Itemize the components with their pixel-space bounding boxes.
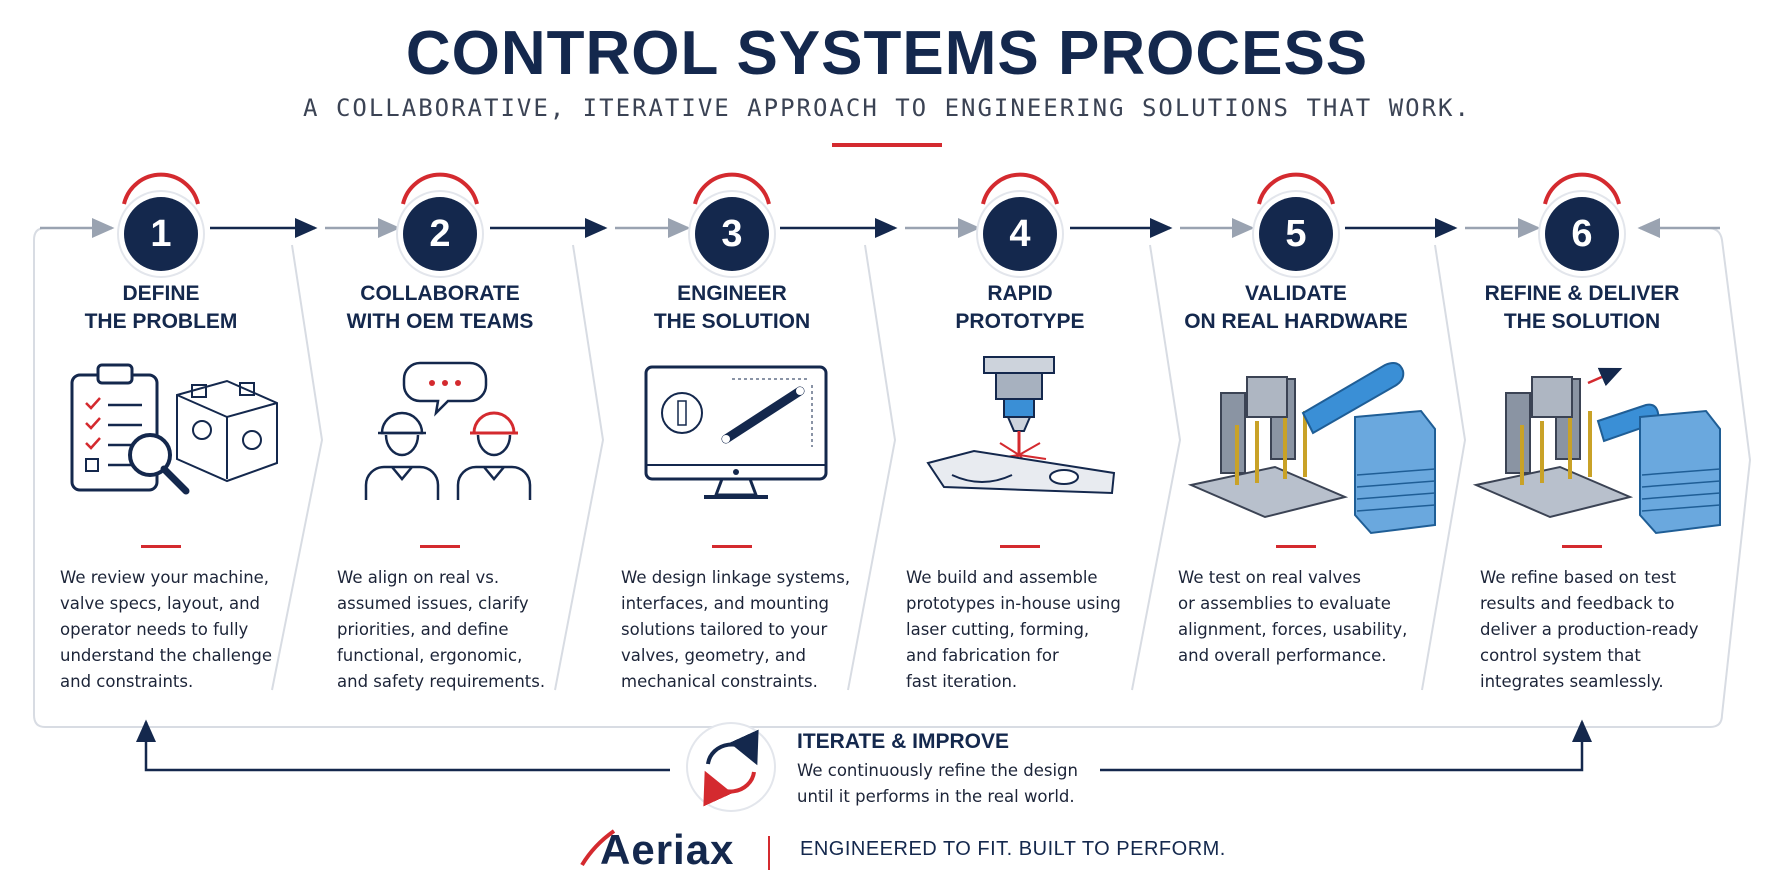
step-3-number: 3 (695, 197, 769, 271)
aeriax-logo-icon (580, 829, 616, 867)
step-5-divider (1276, 545, 1316, 548)
footer-tagline: ENGINEERED TO FIT. BUILT TO PERFORM. (800, 838, 1226, 860)
step-4-divider (1000, 545, 1040, 548)
step-4-number: 4 (983, 197, 1057, 271)
step-2-number: 2 (403, 197, 477, 271)
step-3-divider (712, 545, 752, 548)
step-6-number: 6 (1545, 197, 1619, 271)
title-underline (832, 143, 942, 147)
step-2-description: We align on real vs.assumed issues, clar… (337, 568, 546, 691)
step-3-description: We design linkage systems,interfaces, an… (621, 568, 851, 691)
step-2-divider (420, 545, 460, 548)
laser-cutter-icon (926, 356, 1116, 495)
page-title: CONTROL SYSTEMS PROCESS (405, 19, 1369, 88)
refined-assembly-icon (1472, 367, 1721, 535)
page-subtitle: A COLLABORATIVE, ITERATIVE APPROACH TO E… (303, 94, 1471, 122)
iterate-title: ITERATE & IMPROVE (797, 730, 1009, 753)
step-1-number: 1 (124, 197, 198, 271)
iterate-description: We continuously refine the design until … (797, 761, 1078, 806)
step-6-divider (1562, 545, 1602, 548)
step-1-description: We review your machine,valve specs, layo… (60, 568, 273, 691)
cad-monitor-icon (644, 365, 828, 499)
clipboard-magnifier-icon (70, 363, 278, 495)
cycle-arrows-icon (688, 724, 774, 810)
valve-assembly-icon (1187, 362, 1436, 535)
brand-name: Aeriax (600, 826, 735, 873)
footer-divider (768, 836, 770, 870)
team-chat-icon (364, 361, 532, 500)
step-1-divider (141, 545, 181, 548)
step-5-number: 5 (1259, 197, 1333, 271)
